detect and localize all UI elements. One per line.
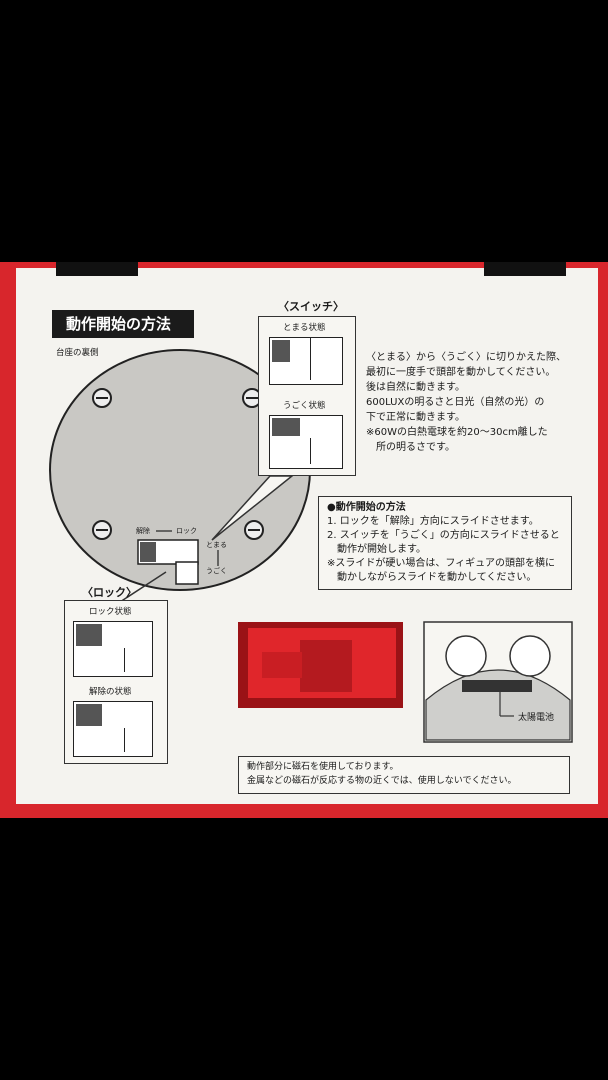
released-label: 解除の状態 [89,687,132,697]
solar-cell [462,680,532,692]
lock-label: ロック [176,527,197,535]
figure-foot-left [445,635,487,677]
notice-line: 動作部分に磁石を使用しております。 [247,762,399,772]
stop-label: とまる [206,541,227,549]
screw-icon [92,520,112,540]
lock-heading: 〈ロック〉 [82,586,137,599]
base-label: 台座の裏側 [56,348,99,358]
figure-foot-right [509,635,551,677]
intro-line: ※60Wの白熱電球を約20～30cm離した [366,427,548,438]
intro-line: 〈とまる〉から〈うごく〉に切りかえた際、 [366,352,566,363]
switch-slider [262,652,302,678]
method-line: 2. スイッチを「うごく」の方向にスライドさせると [327,530,560,541]
intro-text: 〈とまる〉から〈うごく〉に切りかえた際、 最初に一度手で頭部を動かしてください。… [366,350,566,455]
switch-heading: 〈スイッチ〉 [278,300,344,313]
locked-label: ロック状態 [89,607,132,617]
right-clip [484,262,566,276]
left-clip [56,262,138,276]
lock-pointer [119,571,167,603]
lock-locked-icon [73,621,153,677]
base-slider-icon [137,530,219,585]
method-heading: ●動作開始の方法 [327,502,406,513]
solar-label: 太陽電池 [518,713,555,723]
method-line: 動作が開始します。 [327,544,426,555]
screw-icon [92,388,112,408]
method-line: 動かしながらスライドを動かしてください。 [327,572,537,583]
intro-line: 最初に一度手で頭部を動かしてください。 [366,367,556,378]
move-label: うごく [206,567,227,575]
switch-moving-icon [269,415,343,469]
switch-panel: とまる状態 うごく状態 [258,316,356,476]
intro-line: 下で正常に動きます。 [366,412,465,423]
page-title: 動作開始の方法 [52,310,194,338]
method-text: ●動作開始の方法 1. ロックを「解除」方向にスライドさせます。 2. スイッチ… [327,501,560,585]
screw-icon [242,388,262,408]
magnet-notice: 動作部分に磁石を使用しております。 金属などの磁石が反応する物の近くでは、使用し… [238,756,570,794]
intro-line: 600LUXの明るさと日光（自然の光）の [366,397,545,408]
moving-label: うごく状態 [283,401,326,411]
intro-line: 後は自然に動きます。 [366,382,465,393]
screw-icon [244,520,264,540]
intro-line: 所の明るさです。 [366,442,455,453]
method-box: ●動作開始の方法 1. ロックを「解除」方向にスライドさせます。 2. スイッチ… [318,496,572,590]
switch-mechanism [300,640,352,692]
method-line: 1. ロックを「解除」方向にスライドさせます。 [327,516,539,527]
method-line: ※スライドが硬い場合は、フィギュアの頭部を横に [327,558,555,569]
lock-released-icon [73,701,153,757]
switch-stopped-icon [269,337,343,385]
notice-text: 動作部分に磁石を使用しております。 金属などの磁石が反応する物の近くでは、使用し… [247,760,516,788]
stopped-label: とまる状態 [283,323,326,333]
release-label: 解除 [136,527,150,535]
lock-panel: ロック状態 解除の状態 [64,600,168,764]
notice-line: 金属などの磁石が反応する物の近くでは、使用しないでください。 [247,776,517,786]
callout-pointer [211,475,295,541]
